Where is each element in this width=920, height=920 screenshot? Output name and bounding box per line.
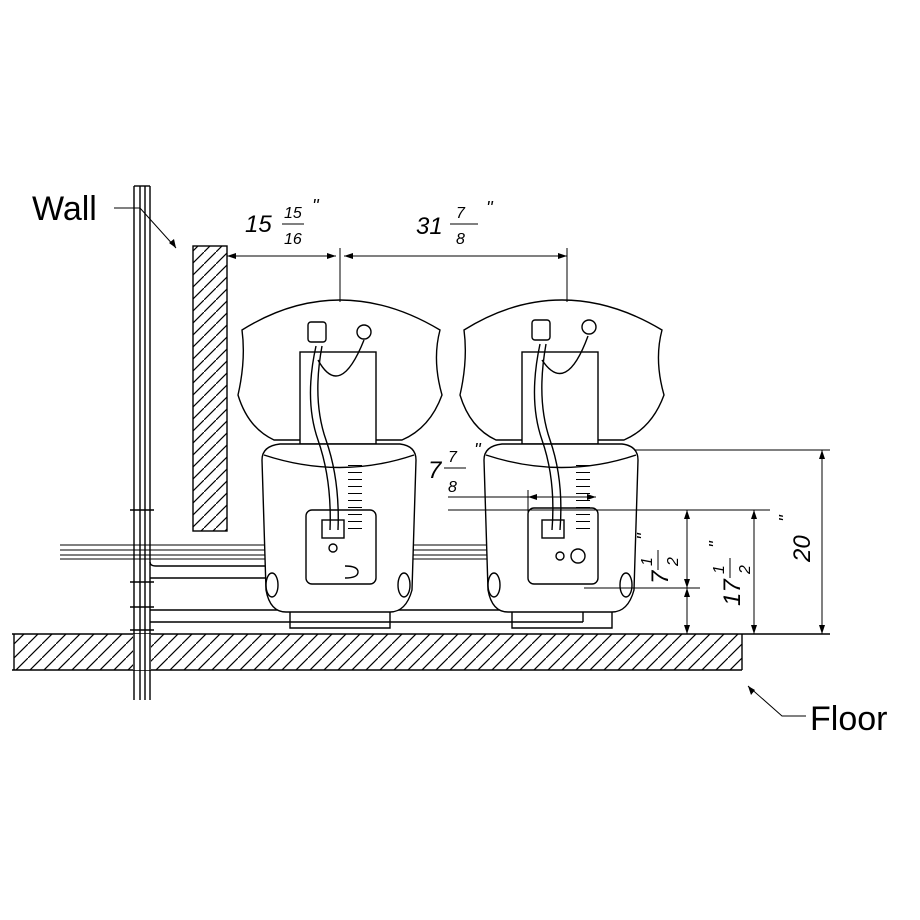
dim-center-to-center: 31 7 8 '': [416, 198, 493, 248]
dim-drain-height: 7 1 2 '': [634, 533, 682, 584]
svg-text:'': '': [486, 198, 493, 218]
dim-supply-height: 17 1 2 '': [706, 541, 754, 606]
wall-section: [192, 245, 228, 532]
svg-text:16: 16: [284, 231, 302, 248]
svg-text:'': '': [474, 440, 481, 460]
svg-text:31: 31: [416, 213, 443, 240]
svg-text:'': '': [634, 533, 654, 540]
svg-text:7: 7: [428, 457, 443, 484]
svg-text:7: 7: [448, 449, 458, 466]
svg-text:7: 7: [456, 205, 466, 222]
svg-text:15: 15: [245, 211, 272, 238]
dim-drain-offset: 7 7 8 '': [428, 440, 481, 496]
shampoo-unit-1: [237, 299, 443, 629]
svg-text:'': '': [312, 196, 319, 216]
floor-slab: [12, 633, 830, 671]
svg-text:7: 7: [647, 569, 674, 584]
svg-text:1: 1: [639, 557, 656, 566]
floor-label: Floor: [810, 700, 887, 738]
svg-text:2: 2: [737, 565, 754, 575]
svg-text:'': '': [776, 515, 796, 522]
floor-leader: [747, 685, 806, 717]
dim-bowl-height: 20 '': [776, 515, 816, 563]
svg-text:8: 8: [456, 231, 465, 248]
shampoo-unit-2: [459, 299, 665, 629]
wall-leader: [114, 207, 177, 249]
svg-text:1: 1: [711, 565, 728, 574]
svg-text:20: 20: [789, 535, 816, 563]
svg-text:17: 17: [719, 578, 746, 606]
vertical-pipes: [130, 185, 154, 700]
wall-label: Wall: [32, 190, 97, 228]
svg-text:2: 2: [665, 557, 682, 567]
dim-wall-to-first: 15 15 16 '': [245, 196, 319, 248]
dimension-lines: [226, 248, 830, 634]
svg-text:15: 15: [284, 205, 302, 222]
svg-text:8: 8: [448, 479, 457, 496]
svg-text:'': '': [706, 541, 726, 548]
